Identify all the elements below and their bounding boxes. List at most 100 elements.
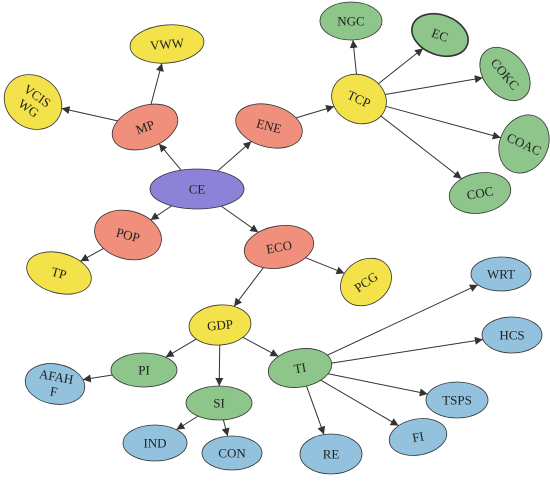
node-tcp: TCP	[331, 73, 387, 125]
node-si: SI	[185, 385, 253, 421]
node-con: CON	[201, 435, 263, 471]
node-ti-label: TI	[293, 360, 308, 377]
edge-tcp-to-cokc	[385, 75, 483, 96]
nodes-layer: CE MP ENE POP ECO VWW VCISWG TCP TP PCG GDP NGC EC CO…	[3, 1, 550, 475]
node-vww-label: VWW	[149, 35, 185, 53]
node-vciswg-shape	[3, 74, 63, 130]
node-wrt: WRT	[470, 256, 532, 292]
edge-ti-to-re	[306, 385, 326, 435]
node-tp: TP	[26, 251, 92, 295]
edge-gdp-to-pi	[165, 338, 197, 358]
edge-tcp-to-ngc	[349, 39, 358, 75]
node-ind-shape	[122, 424, 188, 462]
node-cokc-shape	[479, 46, 531, 102]
node-mp: MP	[111, 103, 179, 151]
edge-tcp-to-coc	[380, 115, 462, 180]
node-coc: COC	[448, 172, 512, 214]
edge-mp-to-vww	[150, 63, 164, 105]
node-fi-label: FI	[411, 429, 425, 446]
node-mp-shape	[111, 103, 179, 151]
node-gdp: GDP	[188, 304, 252, 346]
edge-gdp-to-ti	[242, 336, 279, 357]
node-tsps-shape	[425, 381, 489, 419]
node-afahf: AFAHF	[24, 363, 86, 405]
edge-ti-to-tsps	[327, 373, 428, 397]
node-tp-label: TP	[50, 264, 69, 282]
node-ngc-label: NGC	[337, 14, 364, 29]
node-con-shape	[201, 435, 263, 471]
edges-layer	[61, 39, 501, 437]
node-eco: ECO	[243, 225, 315, 269]
node-pi-label: PI	[138, 363, 150, 378]
node-pi-shape	[110, 352, 178, 388]
node-pcg: PCG	[340, 257, 392, 307]
node-wrt-label: WRT	[487, 267, 515, 282]
node-re-label: RE	[323, 447, 340, 462]
edge-ce-to-eco	[220, 205, 259, 233]
node-ene-label: ENE	[255, 115, 283, 136]
node-vww-shape	[129, 24, 205, 64]
node-coac-shape	[498, 114, 550, 174]
node-ec-label: EC	[430, 25, 451, 45]
node-fi: FI	[388, 418, 448, 456]
node-afahf-label: AFAHF	[35, 366, 74, 402]
edge-ti-to-hcs	[331, 336, 484, 364]
node-pop-label: POP	[115, 225, 142, 246]
edge-si-to-con	[221, 419, 230, 437]
node-pop-shape	[94, 209, 162, 261]
edge-ti-to-fi	[320, 379, 399, 427]
edge-tcp-to-coac	[385, 105, 501, 140]
edge-ce-to-mp	[158, 143, 182, 171]
edge-ce-to-ene	[217, 141, 252, 172]
node-gdp-label: GDP	[206, 316, 233, 333]
node-afahf-shape	[24, 363, 86, 405]
node-coc-shape	[448, 172, 512, 214]
node-tsps: TSPS	[425, 381, 489, 419]
node-pop: POP	[94, 209, 162, 261]
node-ene: ENE	[235, 103, 303, 149]
node-ti-shape	[267, 348, 333, 388]
node-ec: EC	[411, 12, 469, 58]
node-ind: IND	[122, 424, 188, 462]
node-hcs-label: HCS	[499, 328, 524, 343]
node-ti: TI	[267, 348, 333, 388]
edge-eco-to-gdp	[233, 267, 264, 307]
edge-ce-to-pop	[150, 205, 172, 221]
edge-mp-to-vciswg	[61, 106, 118, 122]
edge-pop-to-tp	[80, 248, 104, 262]
node-re-shape	[299, 433, 363, 475]
node-ce-shape	[149, 168, 245, 210]
node-ind-label: IND	[143, 436, 166, 451]
edge-si-to-ind	[176, 415, 199, 431]
node-si-shape	[185, 385, 253, 421]
node-fi-shape	[388, 418, 448, 456]
node-mp-label: MP	[134, 117, 157, 138]
node-ec-shape	[411, 12, 469, 58]
node-pcg-shape	[340, 257, 392, 307]
node-coac: COAC	[498, 114, 550, 174]
node-tp-shape	[26, 251, 92, 295]
node-ce-label: CE	[189, 182, 206, 197]
node-vciswg: VCISWG	[3, 74, 63, 130]
node-pi: PI	[110, 352, 178, 388]
node-ce: CE	[149, 168, 245, 210]
node-eco-label: ECO	[265, 237, 293, 256]
node-gdp-shape	[188, 304, 252, 346]
edge-pi-to-afahf	[82, 374, 113, 383]
node-cokc: COKC	[479, 46, 531, 102]
node-con-label: CON	[218, 446, 246, 461]
edge-gdp-to-si	[215, 345, 224, 387]
edge-ti-to-wrt	[327, 284, 479, 356]
node-tsps-label: TSPS	[442, 393, 472, 408]
node-hcs: HCS	[481, 316, 543, 354]
node-ngc: NGC	[319, 1, 383, 41]
node-wrt-shape	[470, 256, 532, 292]
node-ngc-shape	[319, 1, 383, 41]
node-tcp-shape	[331, 73, 387, 125]
edge-tcp-to-ec	[378, 48, 424, 85]
edge-ene-to-tcp	[295, 104, 335, 119]
node-vww: VWW	[129, 24, 205, 64]
node-eco-shape	[243, 225, 315, 269]
node-hcs-shape	[481, 316, 543, 354]
